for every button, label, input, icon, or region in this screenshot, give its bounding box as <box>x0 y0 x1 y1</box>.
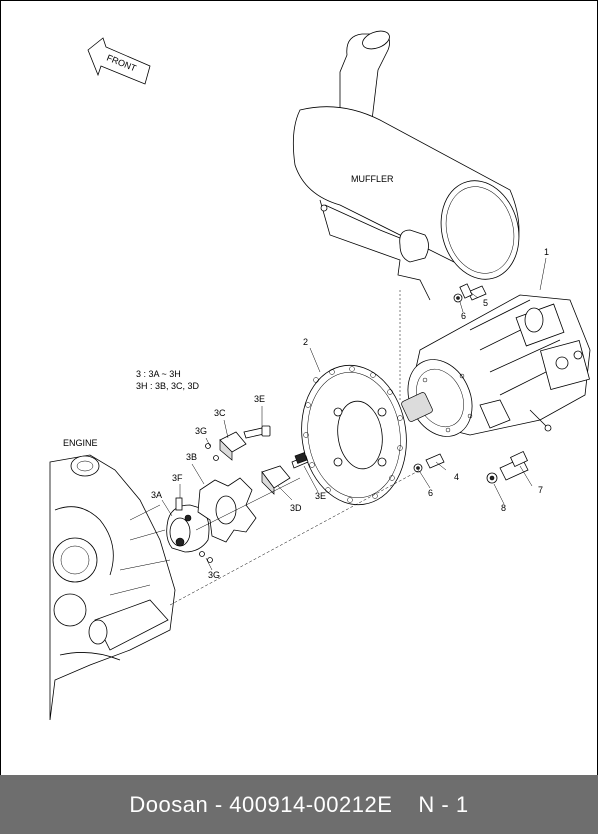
callout-7: 7 <box>538 485 543 495</box>
note-line-1: 3 : 3A ~ 3H <box>136 369 181 379</box>
muffler-label: MUFFLER <box>351 174 394 184</box>
note-line-2: 3H : 3B, 3C, 3D <box>136 381 200 391</box>
callout-3b: 3B <box>186 452 197 462</box>
callout-6-bottom: 6 <box>428 488 433 498</box>
callout-3g-top: 3G <box>195 426 207 436</box>
callout-4: 4 <box>454 472 459 482</box>
leader-lines <box>161 257 547 571</box>
callout-1: 1 <box>544 247 549 257</box>
callout-3a: 3A <box>151 490 162 500</box>
bolts-3e-3f-3g <box>175 425 309 563</box>
bolt-7-and-washer-8 <box>486 450 529 484</box>
footer-part-number: Doosan - 400914-00212E <box>129 791 393 817</box>
footer-page-number: N - 1 <box>418 791 469 817</box>
callout-3c: 3C <box>214 408 226 418</box>
callout-2: 2 <box>303 337 308 347</box>
callout-3g-bottom: 3G <box>208 570 220 580</box>
bolt-5-and-washer-6 <box>453 283 487 303</box>
callout-3e-bottom: 3E <box>315 491 326 501</box>
hydraulic-pump-assembly <box>401 294 591 437</box>
muffler: MUFFLER <box>292 30 520 301</box>
flywheel-flange <box>301 364 407 506</box>
callout-3f: 3F <box>172 473 183 483</box>
callout-3e-top: 3E <box>254 394 265 404</box>
coupling-hub-3a <box>166 504 210 553</box>
front-direction-arrow: FRONT <box>87 37 151 85</box>
front-label: FRONT <box>105 53 138 74</box>
bolt-4-and-washer-6 <box>413 453 445 473</box>
callout-3d: 3D <box>290 503 302 513</box>
footer-bar: Doosan - 400914-00212E N - 1 <box>0 775 598 834</box>
callout-5: 5 <box>483 298 488 308</box>
callout-8: 8 <box>501 503 506 513</box>
engine: ENGINE <box>49 438 176 721</box>
exploded-parts-diagram: FRONT MUFFLER <box>49 30 591 721</box>
callout-6-top: 6 <box>461 311 466 321</box>
engine-label: ENGINE <box>63 438 98 448</box>
coupling-parts-3c-3d <box>219 431 291 495</box>
